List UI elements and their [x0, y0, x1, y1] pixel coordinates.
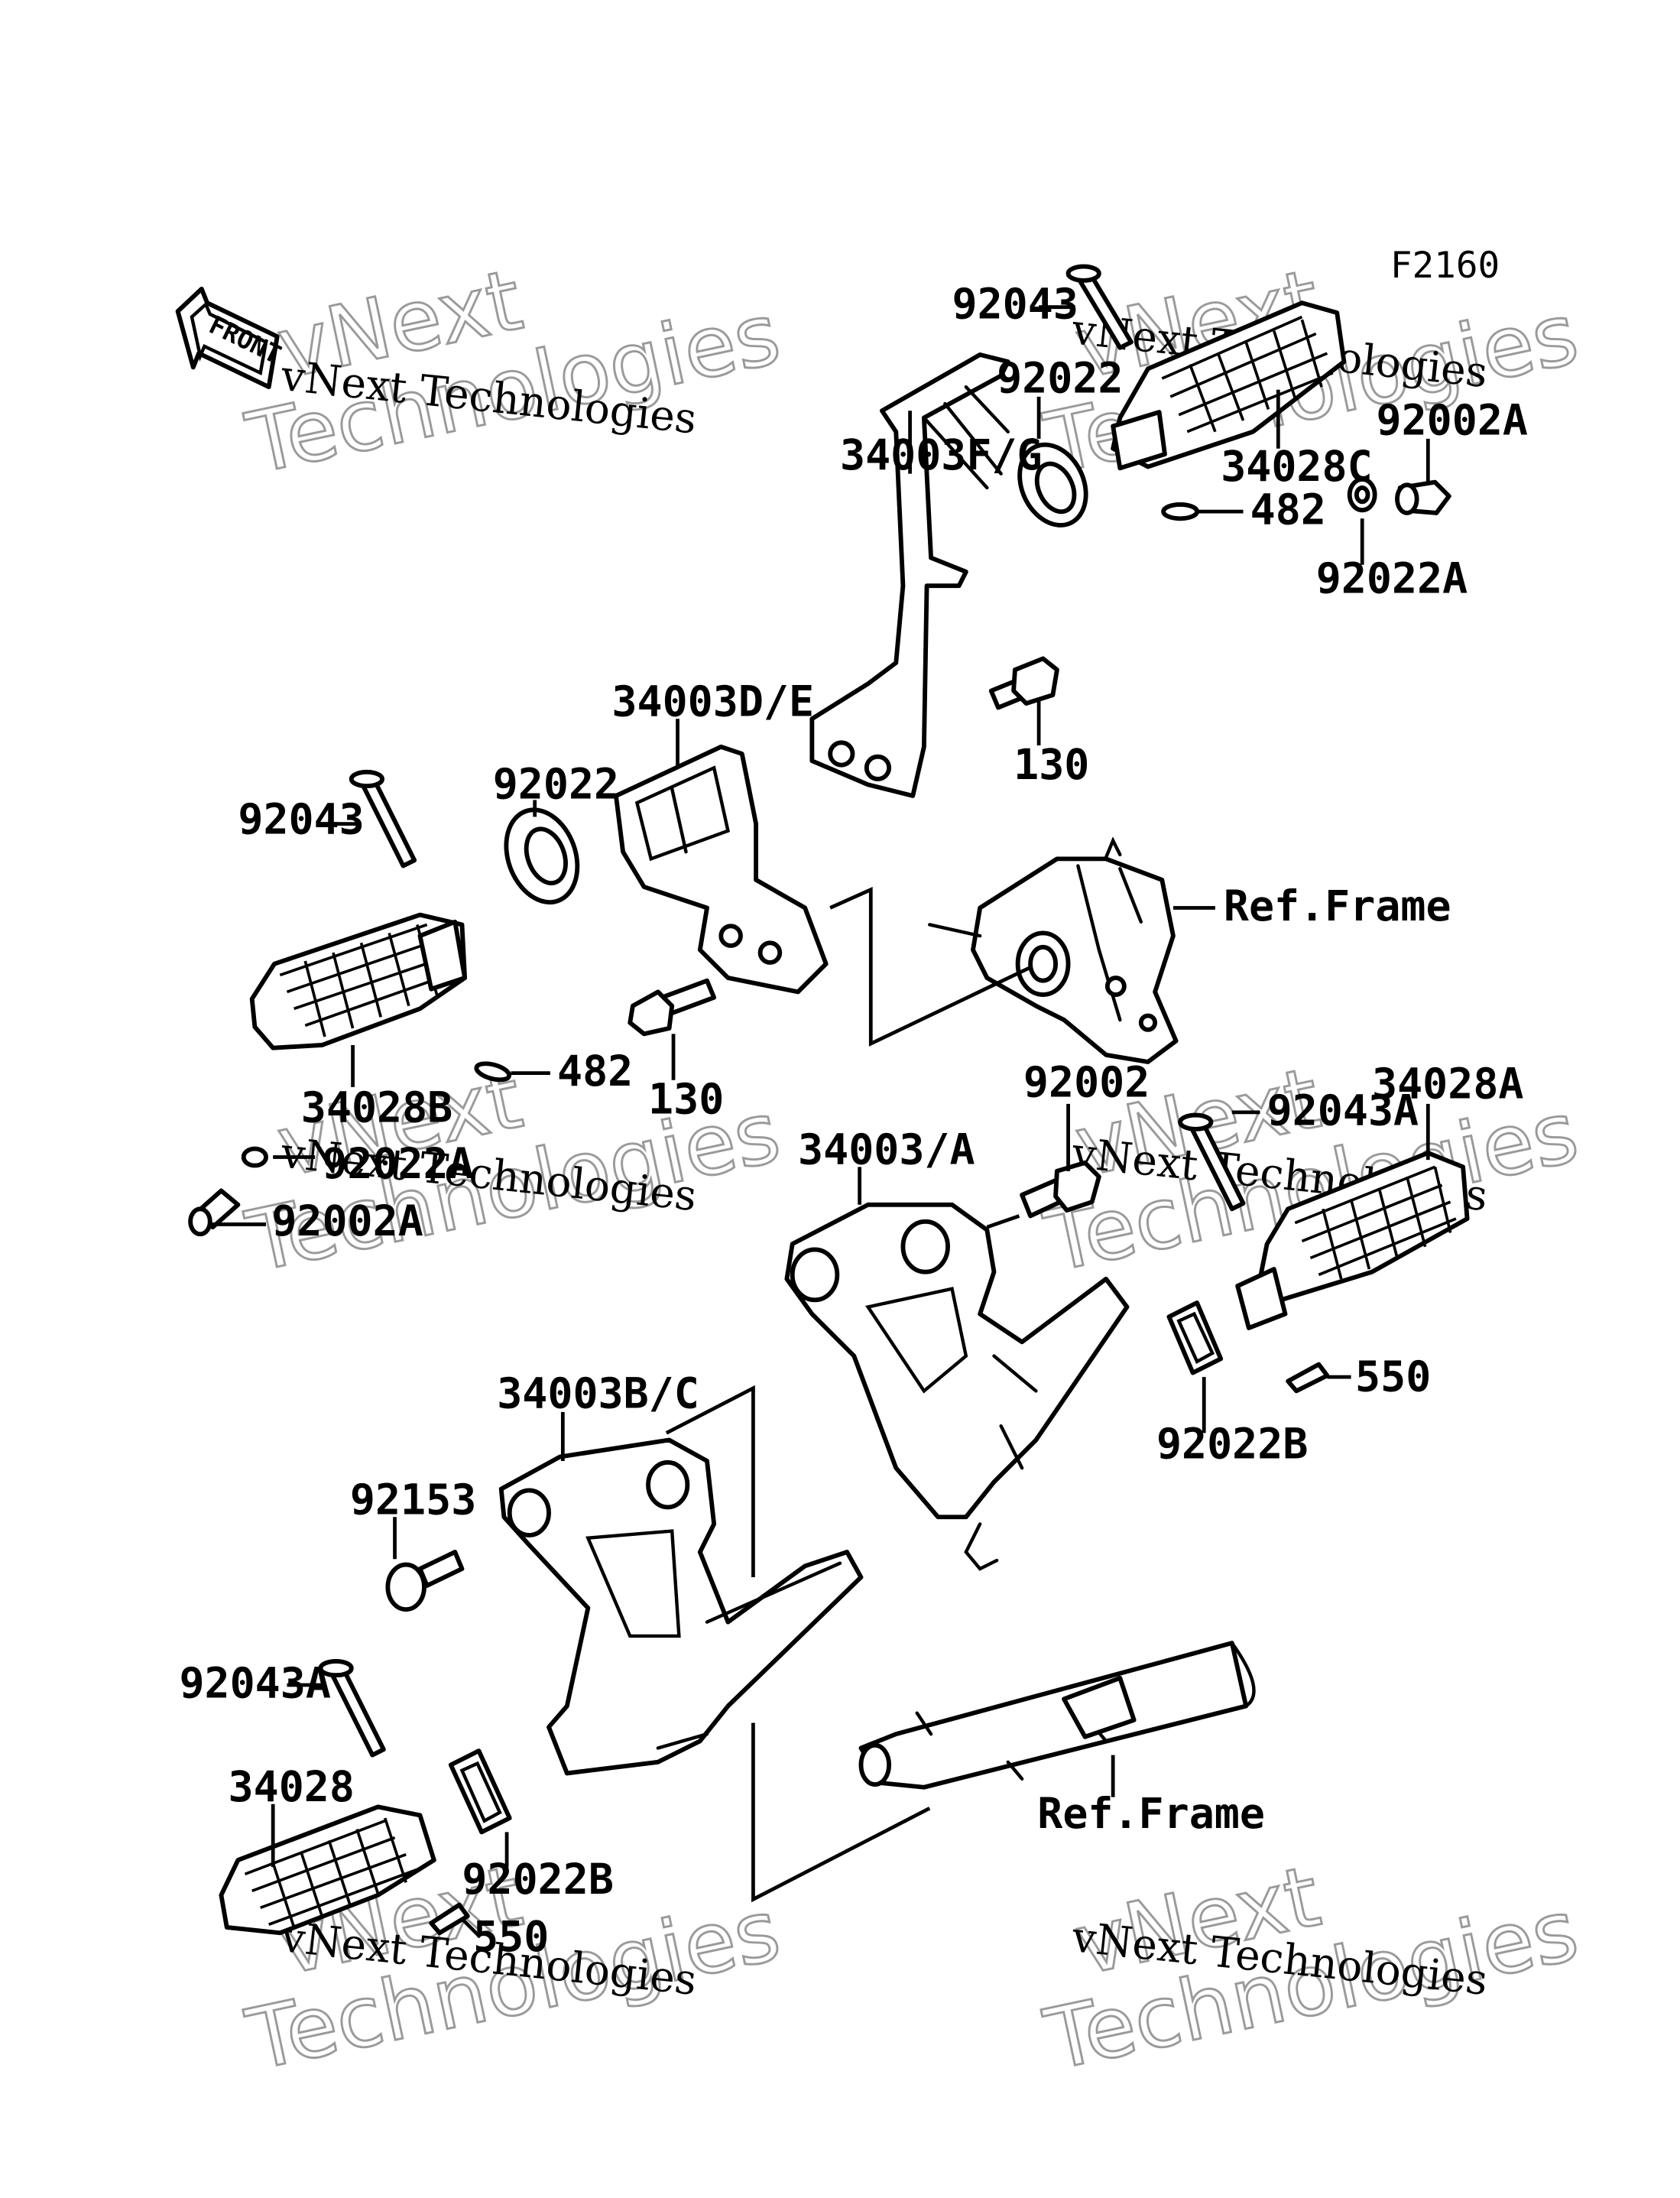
frame-section-bottom — [858, 1641, 1256, 1790]
footpeg-34028 — [219, 1804, 436, 1936]
watermark-mid-left: vNext Technologies — [238, 1048, 789, 1293]
part-labels: 92043 92022 34028C 92002A 482 92022A 340… — [179, 279, 1528, 1961]
label-130-top: 130 — [1014, 740, 1089, 789]
cotter-pin-550-right — [1286, 1362, 1330, 1394]
bolt-92002A-left — [188, 1188, 241, 1237]
label-92043A-right: 92043A — [1267, 1086, 1419, 1135]
label-550-right: 550 — [1355, 1352, 1431, 1401]
watermark-top-left: vNext Technologies — [238, 249, 789, 494]
cotter-pin-482-top — [1161, 502, 1200, 521]
label-92043A-left: 92043A — [179, 1659, 330, 1708]
reference-lines — [665, 886, 1030, 1903]
label-34003BC: 34003B/C — [497, 1368, 699, 1417]
label-34003FG: 34003F/G — [840, 430, 1043, 479]
bolt-130-mid — [628, 978, 717, 1037]
pin-92043A-right — [1178, 1112, 1246, 1212]
frame-section-top — [928, 836, 1179, 1064]
label-130-mid: 130 — [648, 1075, 724, 1124]
label-34003DE: 34003D/E — [611, 677, 814, 726]
label-92043-mid: 92043 — [238, 794, 364, 843]
pin-92043-mid — [349, 769, 417, 868]
label-92153: 92153 — [350, 1476, 476, 1524]
label-ref-frame-bottom: Ref.Frame — [1037, 1789, 1265, 1838]
washer-92022A-top — [1347, 477, 1377, 513]
footpeg-34028B — [249, 912, 468, 1050]
label-482-mid: 482 — [557, 1047, 633, 1096]
washer-92022B-right — [1166, 1300, 1224, 1375]
washer-92022A-left — [241, 1146, 268, 1168]
label-34028C: 34028C — [1221, 442, 1372, 491]
washer-92022-top — [1017, 442, 1088, 528]
footpeg-34028A — [1235, 1151, 1470, 1330]
label-92043-top: 92043 — [952, 279, 1078, 328]
cotter-pin-482-mid — [474, 1061, 512, 1083]
label-92022-mid: 92022 — [493, 760, 619, 809]
label-92022B-right: 92022B — [1156, 1419, 1308, 1468]
bracket-34003DE — [614, 744, 829, 995]
label-550-left: 550 — [473, 1912, 549, 1961]
label-92022A-left: 92022A — [322, 1139, 473, 1188]
leader-lines — [209, 305, 1430, 1939]
bracket-34003FG — [809, 352, 1010, 798]
cotter-pin-550-left — [429, 1902, 470, 1936]
label-34028: 34028 — [229, 1762, 355, 1811]
bolt-92002 — [1020, 1160, 1101, 1219]
label-34028B: 34028B — [301, 1083, 452, 1132]
footpeg-34028C — [1111, 300, 1347, 471]
label-92022B-left: 92022B — [462, 1855, 613, 1904]
label-34003A: 34003/A — [798, 1125, 975, 1174]
bolt-92002A-top — [1395, 479, 1451, 515]
bracket-34003BC — [498, 1437, 864, 1776]
pin-92043-top — [1065, 264, 1134, 350]
label-92022A-top: 92022A — [1316, 554, 1468, 602]
label-92002: 92002 — [1023, 1058, 1150, 1107]
pin-92043A-left — [318, 1658, 386, 1758]
bolt-92153 — [385, 1550, 465, 1612]
washer-92022-mid — [504, 807, 580, 905]
label-482-top: 482 — [1250, 485, 1326, 534]
label-ref-frame-top: Ref.Frame — [1224, 881, 1451, 930]
label-34028A: 34028A — [1372, 1060, 1523, 1109]
label-92022-top: 92022 — [997, 353, 1123, 402]
figure-code: F2160 — [1390, 245, 1500, 287]
label-92002A-top: 92002A — [1377, 395, 1528, 444]
bracket-34003A — [784, 1202, 1130, 1571]
washer-92022B-left — [448, 1748, 512, 1835]
bolt-130-top — [988, 656, 1059, 710]
label-92002A-left: 92002A — [271, 1196, 423, 1245]
